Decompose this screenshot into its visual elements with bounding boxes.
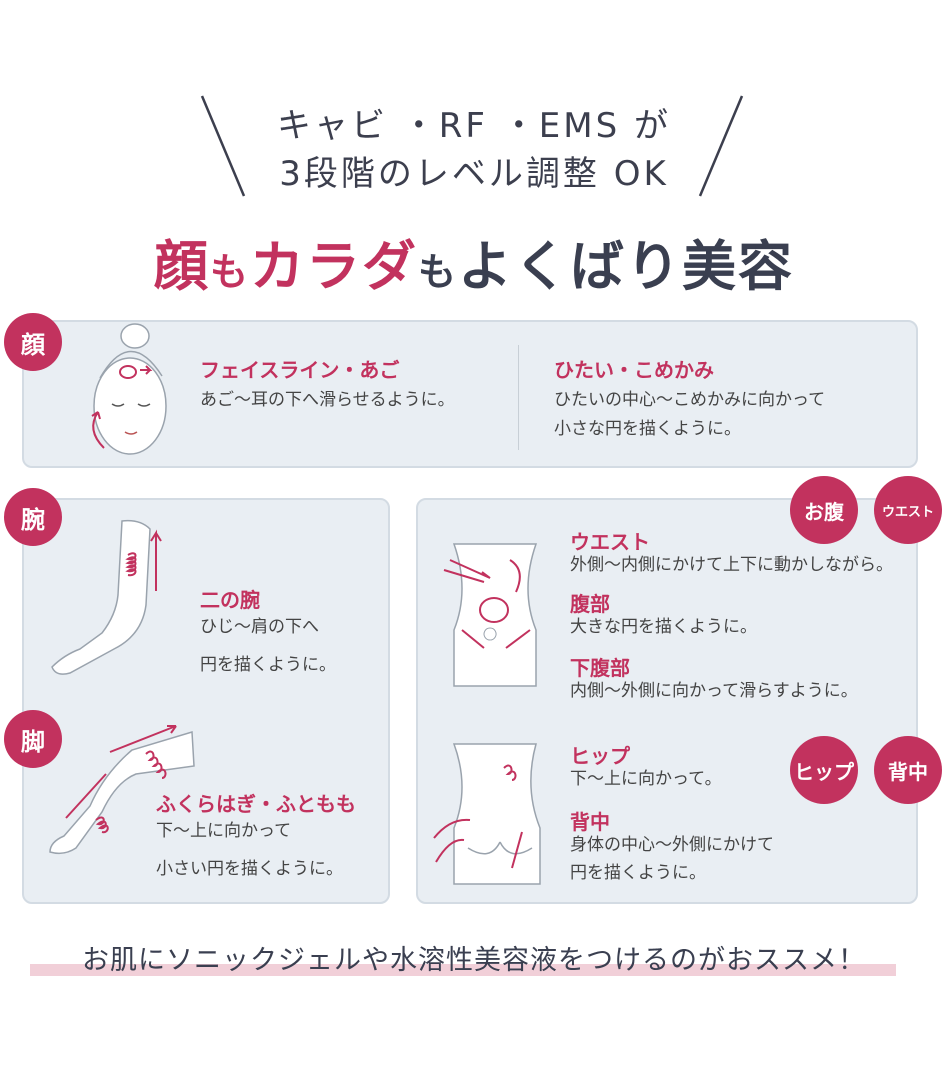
title-greedy-beauty: よくばり美容 (458, 234, 795, 298)
footer-note: お肌にソニックジェルや水溶性美容液をつけるのがおススメ！ (82, 945, 866, 976)
back-desc-1: 身体の中心〜外側にかけて (570, 835, 774, 855)
hip-badge: ヒップ (790, 736, 858, 804)
face-item2-desc-2: 小さな円を描くように。 (554, 419, 741, 439)
leg-heading: ふくらはぎ・ふともも (156, 792, 356, 816)
footer-underline (30, 964, 896, 976)
right-slash-decoration (698, 95, 744, 197)
face-divider (518, 345, 519, 450)
title-mo-2: も (418, 249, 459, 294)
leg-illustration (49, 725, 195, 855)
face-badge: 顔 (4, 313, 62, 371)
face-item1-heading: フェイスライン・あご (200, 358, 400, 382)
arm-badge: 腕 (4, 488, 62, 546)
header-line-1: キャビ ・RF ・EMS が (276, 106, 671, 146)
face-panel (22, 320, 918, 468)
title-body: カラダ (250, 234, 418, 298)
back-desc-2: 円を描くように。 (570, 863, 706, 883)
waist-badge: ウエスト (874, 476, 942, 544)
face-item2-desc-1: ひたいの中心〜こめかみに向かって (554, 390, 826, 410)
leg-desc-2: 小さい円を描くように。 (156, 859, 343, 879)
arm-heading: 二の腕 (200, 588, 260, 612)
header-line-2: 3段階のレベル調整 OK (279, 154, 669, 194)
left-slash-decoration (200, 95, 246, 197)
hip-heading: ヒップ (570, 744, 630, 768)
waist-desc: 外側〜内側にかけて上下に動かしながら。 (570, 555, 893, 575)
abdomen-desc: 大きな円を描くように。 (570, 617, 757, 637)
title-face: 顔 (153, 234, 210, 298)
back-badge: 背中 (874, 736, 942, 804)
lower-abdomen-heading: 下腹部 (570, 656, 630, 680)
leg-desc-1: 下〜上に向かって (156, 821, 292, 841)
leg-badge: 脚 (4, 710, 62, 768)
waist-heading: ウエスト (570, 530, 650, 554)
face-illustration (91, 323, 167, 455)
back-heading: 背中 (570, 810, 610, 834)
lower-abdomen-desc: 内側〜外側に向かって滑らすように。 (570, 681, 858, 701)
arm-desc-1: ひじ〜肩の下へ (200, 617, 319, 637)
abdomen-heading: 腹部 (570, 592, 610, 616)
hip-illustration (433, 743, 541, 885)
title-mo-1: も (209, 249, 250, 294)
belly-badge: お腹 (790, 476, 858, 544)
hip-desc: 下〜上に向かって。 (570, 769, 722, 789)
arm-illustration (51, 519, 162, 675)
face-item2-heading: ひたい・こめかみ (554, 358, 714, 382)
belly-illustration (443, 543, 538, 687)
face-item1-desc: あご〜耳の下へ滑らせるように。 (200, 390, 455, 410)
main-title: 顔もカラダもよくばり美容 (0, 222, 948, 301)
arm-desc-2: 円を描くように。 (200, 655, 336, 675)
